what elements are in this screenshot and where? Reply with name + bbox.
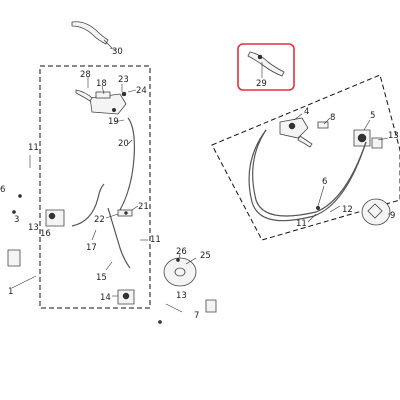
callout-28: 28	[80, 70, 91, 80]
callout-8: 8	[330, 113, 335, 123]
callout-24: 24	[136, 86, 147, 96]
callout-6-left: 6	[0, 185, 5, 195]
callout-9: 9	[390, 211, 395, 221]
brake-cable-12	[252, 129, 367, 217]
callout-29: 29	[256, 79, 267, 89]
lever-30-part	[71, 21, 109, 45]
callout-13-left: 13	[28, 223, 39, 233]
highlight-box-29	[237, 43, 295, 91]
brake-hose-17	[71, 183, 105, 227]
callout-22: 22	[94, 215, 105, 225]
reservoir-cap	[95, 91, 111, 99]
callout-18: 18	[96, 79, 107, 89]
callout-15: 15	[96, 273, 107, 283]
callout-23: 23	[118, 75, 129, 85]
callout-19: 19	[108, 117, 119, 127]
brake-hose-15	[107, 207, 131, 269]
callout-13-lower: 13	[176, 291, 187, 301]
callout-5: 5	[370, 111, 375, 121]
callout-13-right: 13	[388, 131, 399, 141]
switch-8	[317, 121, 329, 129]
lever-29-pivot	[257, 54, 263, 60]
callout-3: 3	[14, 215, 19, 225]
master-cylinder-left	[89, 93, 127, 115]
brake-hose-20	[119, 117, 135, 211]
bracket-5	[371, 137, 383, 149]
callout-7: 7	[194, 311, 199, 321]
callout-4: 4	[304, 107, 309, 117]
lever-4	[297, 135, 313, 148]
callout-6-right: 6	[322, 177, 327, 187]
callout-30: 30	[112, 47, 123, 57]
callout-11-right: 11	[296, 219, 307, 229]
callout-11-left: 11	[28, 143, 39, 153]
callout-1: 1	[8, 287, 13, 297]
caliper-16	[45, 209, 65, 227]
callout-25: 25	[200, 251, 211, 261]
bracket-7	[205, 299, 217, 313]
callout-14: 14	[100, 293, 111, 303]
callout-21: 21	[138, 202, 149, 212]
callout-17: 17	[86, 243, 97, 253]
callout-20: 20	[118, 139, 129, 149]
bracket-left	[7, 249, 21, 267]
callout-12: 12	[342, 205, 353, 215]
callout-11-mid: 11	[150, 235, 161, 245]
lever-28-part	[75, 89, 93, 102]
callout-16: 16	[40, 229, 51, 239]
lever-29-part	[247, 51, 285, 77]
callout-26: 26	[176, 247, 187, 257]
